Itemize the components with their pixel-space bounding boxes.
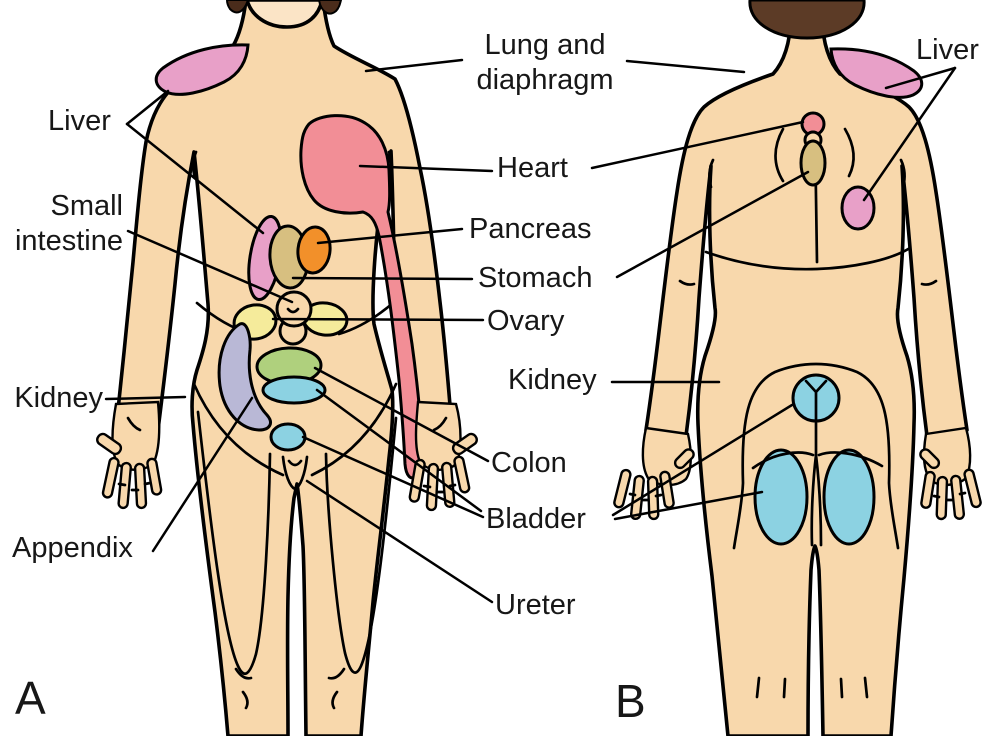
label-kidney-back: Kidney: [508, 364, 597, 396]
bladder-leader-back-buttock: [613, 490, 764, 521]
panel-letter-b: B: [615, 675, 646, 727]
lung-diaphragm-leader-front: [364, 58, 464, 73]
ovary-leader: [271, 317, 485, 322]
liver-front-leader-abdomen: [125, 122, 265, 235]
label-ovary: Ovary: [487, 305, 565, 337]
pancreas-region-front: [296, 225, 332, 275]
heart-region-front: [299, 114, 424, 480]
colon-leader: [313, 366, 490, 463]
front-face: [245, 0, 324, 29]
small-intestine-leader: [126, 229, 294, 304]
appendix-region-front: [217, 322, 272, 432]
back-left-hand: [613, 426, 695, 521]
front-right-hand: [408, 400, 478, 512]
label-small-intestine-line2: intestine: [14, 225, 123, 257]
bladder-buttock-region-right: [822, 448, 876, 546]
bladder-buttock-region-left: [753, 448, 809, 546]
front-hair-left-icon: [225, 0, 250, 14]
back-buttock-lines: [751, 379, 884, 699]
liver-back-leader-shoulder: [884, 66, 957, 90]
back-figure: [613, 0, 982, 736]
appendix-leader: [151, 396, 254, 553]
kidney-front-leader: [104, 395, 187, 401]
liver-front-leader-shoulder: [125, 89, 170, 126]
label-lung-diaphragm-line1: Lung and: [484, 29, 606, 61]
front-hair-right-icon: [317, 0, 343, 15]
label-heart: Heart: [497, 152, 568, 184]
bladder-leader-back-sacral: [611, 403, 794, 517]
back-contour-lines: [678, 127, 938, 550]
label-bladder: Bladder: [486, 503, 586, 535]
label-liver-front: Liver: [48, 105, 111, 137]
front-left-hand: [96, 400, 163, 510]
label-small-intestine: Small intestine: [0, 189, 123, 259]
stomach-leader-front: [291, 276, 474, 281]
back-right-hand: [919, 426, 982, 521]
panel-letter-a: A: [15, 672, 46, 724]
bladder-region-front-upper: [261, 375, 327, 405]
heart-leader-front: [358, 164, 494, 173]
label-pancreas: Pancreas: [469, 213, 592, 245]
label-lung-diaphragm-line2: diaphragm: [476, 64, 614, 96]
front-contour-lines: [191, 150, 398, 710]
front-figure: [96, 0, 478, 736]
lung-diaphragm-leader-back: [625, 59, 746, 74]
label-kidney-front: Kidney: [14, 382, 103, 414]
label-stomach: Stomach: [478, 262, 593, 294]
pancreas-leader: [316, 227, 464, 245]
bladder-leader-front-lower: [301, 435, 485, 519]
navel-mark: [286, 307, 300, 314]
bladder-leader-front-upper: [315, 388, 483, 513]
label-small-intestine-line1: Small: [50, 190, 123, 222]
label-lung-diaphragm: Lung and diaphragm: [442, 28, 648, 98]
heart-leader-back: [590, 120, 805, 170]
label-liver-back: Liver: [916, 34, 979, 66]
label-ureter: Ureter: [495, 589, 576, 621]
leader-lines: [104, 58, 957, 604]
back-hair-icon: [748, 0, 866, 40]
label-appendix: Appendix: [12, 532, 133, 564]
stomach-region-back: [799, 139, 827, 187]
label-colon: Colon: [491, 447, 567, 479]
stomach-leader-back: [615, 170, 810, 279]
liver-back-leader-scapula: [862, 66, 957, 202]
bladder-region-front-lower: [269, 422, 307, 452]
ureter-leader: [305, 479, 494, 604]
